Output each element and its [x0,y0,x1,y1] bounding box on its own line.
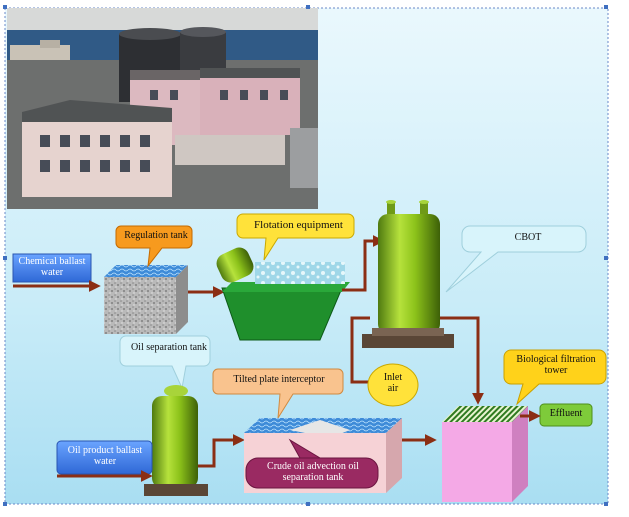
inlet-air-label: Inlet air [383,372,403,394]
oil-separation-tank-label: Oil separation tank [130,342,208,353]
flotation-equipment-callout [236,213,355,261]
regulation-tank-callout [115,225,193,268]
regulation-tank-label: Regulation tank [124,230,188,241]
chemical-ballast-water-label: Chemical ballast water [18,256,86,278]
biological-filtration-tower-label: Biological filtration tower [516,354,596,376]
flotation-equipment-label: Flotation equipment [254,219,343,231]
effluent-label: Effluent [549,408,583,419]
chemical-ballast-water-box [12,253,92,283]
cbot-tank [362,200,454,348]
facility-photo [7,8,318,209]
inlet-air-callout [367,363,419,407]
crude-oil-advection-callout [245,438,379,489]
tilted-plate-interceptor-label: Tilted plate interceptor [233,374,325,385]
tilted-plate-interceptor-callout [212,368,344,419]
biological-filtration-tower-callout [503,349,607,406]
flotation-equipment [216,247,350,341]
oil-product-ballast-water-box [56,440,153,475]
regulation-tank [104,265,188,334]
oil-product-ballast-water-label: Oil product ballast water [67,445,143,467]
oil-separation-tank [144,385,208,496]
cbot-callout [445,225,587,293]
frame-handles [3,5,608,506]
crude-oil-advection-label: Crude oil advection oil separation tank [267,461,359,483]
biological-filtration-tower [442,406,528,502]
cbot-label: CBOT [514,232,542,243]
oil-separation-tank-callout [119,335,211,390]
